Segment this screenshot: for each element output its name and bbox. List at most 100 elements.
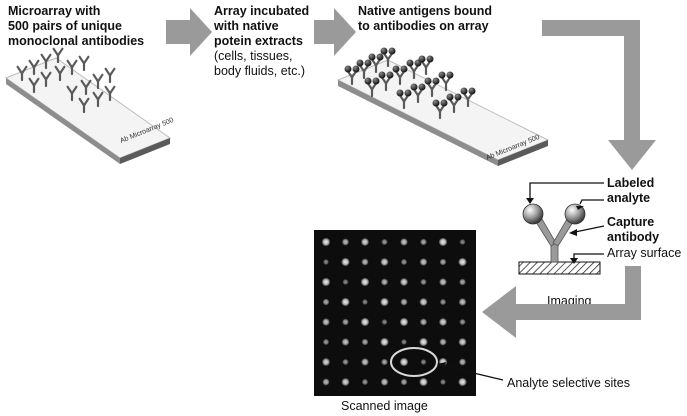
antigen-1-b	[364, 59, 372, 67]
flow-arrow-4	[482, 266, 641, 338]
arrowhead-sites	[437, 362, 446, 369]
antibody-icon-2-7	[406, 59, 422, 80]
antigen-10-b	[418, 83, 426, 91]
antibody-schematic	[518, 182, 605, 275]
scan-spot	[380, 297, 389, 307]
array-surface	[518, 261, 601, 275]
scan-spot	[459, 239, 466, 245]
antibody-icon-1-0	[16, 65, 28, 82]
scan-spot	[380, 337, 389, 347]
array-surface-label: Array surface	[607, 246, 682, 260]
analyte-sites-ellipse	[390, 347, 438, 377]
scan-spot	[439, 258, 447, 266]
labeled-analyte-label: Labeled analyte	[607, 176, 655, 205]
scan-spot	[419, 318, 428, 326]
scan-spot	[399, 317, 409, 327]
scan-spot	[360, 277, 370, 287]
antibody-icon-2-11	[424, 77, 440, 98]
scan-spot	[458, 377, 467, 387]
scan-spot	[341, 338, 350, 346]
scan-spot	[400, 258, 408, 266]
scan-spot	[400, 278, 408, 286]
antigen-6-a	[392, 65, 400, 73]
scan-spot	[400, 298, 408, 306]
antibody-icon-1-1	[28, 59, 40, 76]
antigen-4-b	[372, 77, 380, 85]
antibody-icon-1-13	[78, 97, 90, 114]
antibody-icon-2-4	[364, 77, 380, 98]
step2-caption-normal: (cells, tissues, body fluids, etc.)	[214, 49, 306, 78]
scan-spot	[380, 278, 389, 286]
scan-spot	[381, 319, 388, 325]
antigen-10-a	[410, 83, 418, 91]
antibody-icon-1-11	[92, 73, 104, 90]
antigen-11-b	[432, 77, 440, 85]
labeled-analyte-left	[522, 203, 544, 225]
step2-caption-bold: Array incubated with native potein extra…	[214, 4, 310, 48]
scan-spot	[341, 238, 350, 246]
scan-spot	[438, 237, 448, 247]
antibody-icon-2-12	[438, 71, 454, 92]
antibody-icon-1-6	[54, 65, 66, 82]
scan-spot	[361, 358, 369, 366]
antigen-4-a	[364, 77, 372, 85]
microarray-slide-1: Ab Microarray 500	[4, 47, 175, 164]
antigen-8-a	[418, 55, 426, 63]
antibody-icon-1-4	[28, 77, 40, 94]
antibody-icon-2-9	[396, 89, 412, 110]
scan-spot	[341, 378, 350, 386]
antigen-8-b	[426, 55, 434, 63]
arrowhead-capture	[569, 229, 577, 236]
scan-spot	[321, 237, 331, 247]
antibody-icon-1-8	[78, 55, 90, 72]
array-surface-pointer	[573, 253, 604, 262]
antigen-6-b	[400, 65, 408, 73]
step3-caption: Native antigens bound to antibodies on a…	[358, 4, 493, 33]
scan-spot	[322, 318, 330, 326]
flow-arrow-3	[542, 20, 656, 170]
scan-spot	[420, 278, 427, 286]
scan-spot	[380, 378, 389, 386]
scan-spot	[322, 358, 330, 366]
scanned-image-label: Scanned image	[341, 399, 428, 413]
scan-spot	[380, 258, 389, 266]
antibody-icon-2-0	[344, 65, 360, 86]
antibody-icon-2-5	[378, 71, 394, 92]
scanned-image-bg	[314, 230, 476, 396]
labeled-analyte-right	[564, 203, 586, 225]
arrowhead-analyte-right	[576, 206, 584, 210]
antigen-11-a	[424, 77, 432, 85]
antibody-icon-2-8	[418, 55, 434, 76]
spot-grid	[321, 237, 467, 387]
scan-spot	[323, 259, 329, 265]
antibody-icon-2-10	[410, 83, 426, 104]
antibody-group-2	[344, 47, 476, 120]
scan-spot	[419, 377, 428, 387]
scan-spot	[458, 358, 467, 366]
scan-spot	[322, 378, 330, 386]
scan-spot	[458, 298, 467, 306]
antigen-9-a	[396, 89, 404, 97]
antigen-1-a	[356, 59, 364, 67]
antibody-icon-1-3	[52, 47, 64, 64]
scan-spot	[439, 278, 447, 286]
antigen-13-a	[432, 99, 440, 107]
scan-spot	[401, 339, 407, 345]
antibody-icon-2-3	[380, 47, 396, 68]
microarray-slide-2: Ab Microarray 500	[336, 47, 550, 166]
scan-spot	[341, 297, 350, 307]
antibody-icon-2-14	[446, 93, 462, 114]
scan-spot	[459, 318, 466, 326]
antigen-5-a	[378, 71, 386, 79]
step2-caption: Array incubated with native potein extra…	[214, 4, 309, 79]
antigen-12-a	[438, 71, 446, 79]
scan-spot	[419, 337, 428, 347]
scan-spot	[341, 257, 350, 267]
scan-spot	[321, 277, 331, 287]
antigen-13-b	[440, 99, 448, 107]
antibody-stem	[550, 243, 559, 263]
capture-antibody-label: Capture antibody	[607, 215, 660, 244]
scan-spot	[322, 338, 330, 346]
capture-antibody-pointer	[574, 225, 605, 233]
analyte-sites-label: Analyte selective sites	[507, 376, 630, 390]
